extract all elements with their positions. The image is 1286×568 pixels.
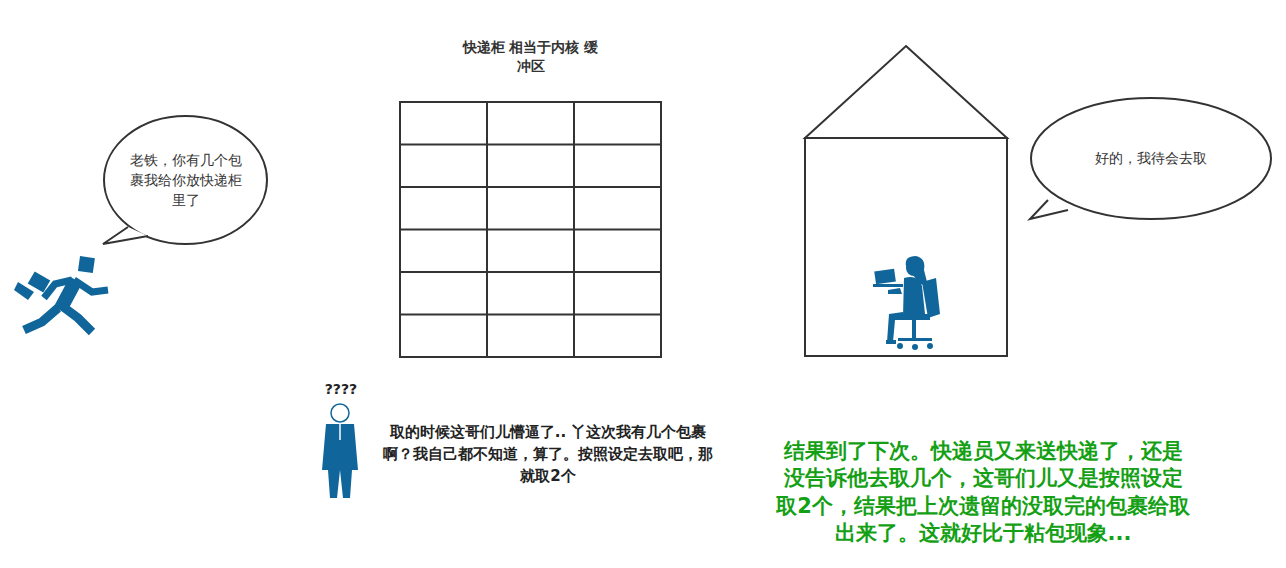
bubble-text: 老铁，你有几个包裹我给你放快递柜里了 <box>127 150 245 211</box>
seated-person-icon <box>873 256 940 350</box>
standing-person-icon <box>322 404 358 498</box>
conclusion-text: 结果到了下次。快递员又来送快递了，还是没告诉他去取几个，这哥们儿又是按照设定取2… <box>774 438 1192 547</box>
cabinet-divider <box>400 229 661 231</box>
speech-bubble: 好的，我待会去取 <box>1030 97 1272 220</box>
bubble-tail <box>103 227 148 244</box>
bubble-tail <box>1030 200 1068 219</box>
cabinet-divider <box>400 271 661 273</box>
speech-bubble: 老铁，你有几个包裹我给你放快递柜里了 <box>103 115 268 245</box>
bubble-ellipse <box>1031 98 1271 219</box>
house-outline <box>805 46 1007 356</box>
cabinet-grid <box>399 101 662 359</box>
bubble-ellipse <box>104 116 267 244</box>
bubble-tail-fill <box>1030 200 1068 219</box>
bubble-tail-fill <box>103 227 148 244</box>
cabinet-title: 快递柜 相当于内核 缓冲区 <box>458 38 604 76</box>
note-text: 取的时候这哥们儿懵逼了.. 丫这次我有几个包裹啊？我自己都不知道，算了。按照设定… <box>380 422 716 487</box>
runner-icon <box>14 256 108 332</box>
question-marks: ???? <box>318 380 364 398</box>
cabinet-frame <box>400 102 661 357</box>
cabinet-divider <box>400 186 661 188</box>
bubble-text: 好的，我待会去取 <box>1076 148 1226 168</box>
cabinet-node: 快递柜 相当于内核 缓冲区 <box>399 38 662 359</box>
cabinet-divider <box>400 144 661 146</box>
cabinet-divider <box>400 314 661 316</box>
